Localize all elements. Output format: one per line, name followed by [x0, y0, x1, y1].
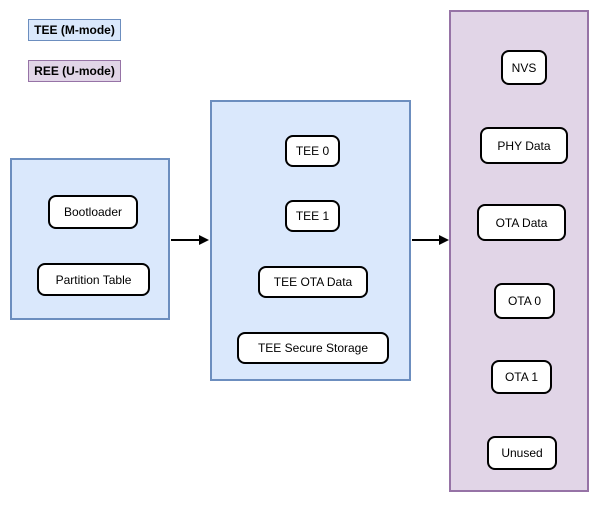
- boot-region-container: Bootloader Partition Table: [10, 158, 170, 320]
- node-ota-0: OTA 0: [494, 283, 555, 319]
- arrow-boot-to-tee-icon: [171, 235, 209, 245]
- node-tee-0: TEE 0: [285, 135, 340, 167]
- node-tee-1: TEE 1: [285, 200, 340, 232]
- node-bootloader: Bootloader: [48, 195, 138, 229]
- node-nvs: NVS: [501, 50, 547, 85]
- node-tee-ota-data: TEE OTA Data: [258, 266, 368, 298]
- legend-ree-chip: REE (U-mode): [28, 60, 121, 82]
- arrow-tee-to-ree-icon: [412, 235, 449, 245]
- legend-tee-chip: TEE (M-mode): [28, 19, 121, 41]
- node-partition-table: Partition Table: [37, 263, 150, 296]
- legend-tee-label: TEE (M-mode): [34, 23, 115, 37]
- legend-ree-label: REE (U-mode): [34, 64, 115, 78]
- node-tee-secure-storage: TEE Secure Storage: [237, 332, 389, 364]
- node-ota-data: OTA Data: [477, 204, 566, 241]
- node-ota-1: OTA 1: [491, 360, 552, 394]
- node-unused: Unused: [487, 436, 557, 470]
- ree-region-container: NVS PHY Data OTA Data OTA 0 OTA 1 Unused: [449, 10, 589, 492]
- tee-region-container: TEE 0 TEE 1 TEE OTA Data TEE Secure Stor…: [210, 100, 411, 381]
- node-phy-data: PHY Data: [480, 127, 568, 164]
